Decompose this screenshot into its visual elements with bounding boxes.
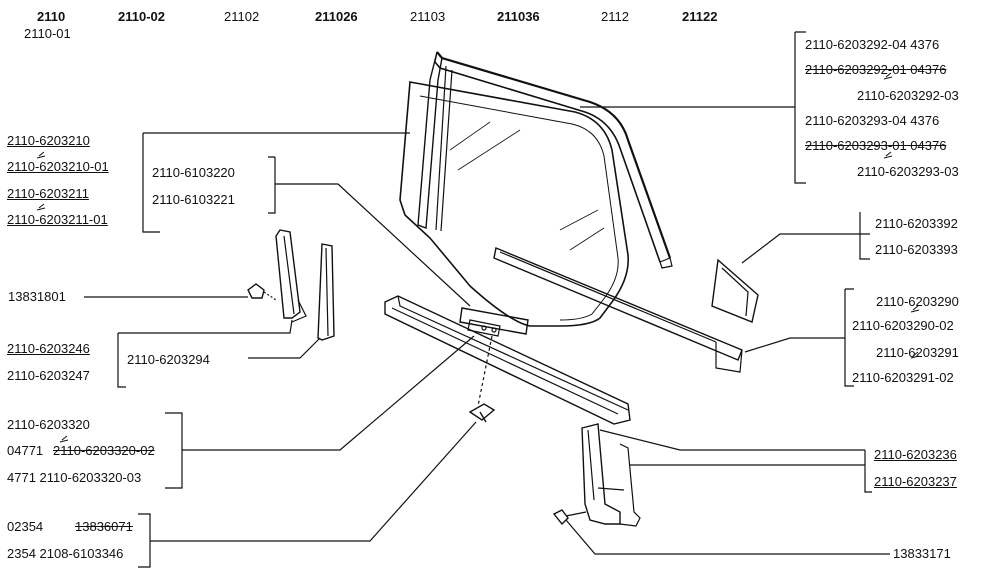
model-21103: 21103 (410, 9, 446, 24)
channel-front-leg (417, 51, 443, 229)
label-2110-6203290-02: 2110-6203290-02 (852, 318, 954, 333)
regulator-bracket (459, 307, 529, 335)
label-13836071: 13836071 (75, 519, 133, 534)
model-2112: 2112 (601, 9, 629, 24)
label-2110-6203211: 2110-6203211 (7, 186, 89, 201)
glass-run-channel-outer (436, 51, 672, 259)
model-21122: 21122 (682, 9, 718, 24)
label-2110-6203293-04: 2110-6203293-04 4376 (805, 113, 940, 128)
label-2110-6203290: 2110-6203290 (876, 294, 959, 309)
model-2110: 2110 (37, 9, 66, 24)
label-2110-6203291: 2110-6203291 (876, 345, 959, 360)
label-13833171: 13833171 (893, 546, 951, 561)
label-2354-2108-6103346: 2354 2108-6103346 (7, 546, 124, 561)
label-2110-6203293-01: 2110-6203293-01 04376 (805, 138, 947, 153)
lower-glass-channel (493, 247, 743, 361)
label-2110-6203292-04: 2110-6203292-04 4376 (805, 37, 940, 52)
label-2110-6203293-03: 2110-6203293-03 (857, 164, 959, 179)
label-2110-6203247: 2110-6203247 (7, 368, 90, 383)
bolt-center (468, 403, 496, 423)
label-2110-6203294: 2110-6203294 (127, 352, 210, 367)
label-2110-6203292-03: 2110-6203292-03 (857, 88, 959, 103)
label-2110-6203292-01: 2110-6203292-01 04376 (805, 62, 947, 77)
model-21102: 21102 (224, 9, 260, 24)
nut-left (247, 283, 265, 299)
label-2110-6203320: 2110-6203320 (7, 417, 90, 432)
label-2110-6203210-01: 2110-6203210-01 (7, 159, 109, 174)
rear-post (581, 423, 621, 525)
screw-rear (552, 509, 587, 526)
triangular-bracket (711, 258, 759, 323)
label-2110-6203210: 2110-6203210 (7, 133, 90, 148)
pillar-strip-left (275, 229, 301, 319)
model-2110-02: 2110-02 (118, 9, 165, 24)
label-04771: 04771 (7, 443, 44, 458)
label-02354: 02354 (7, 519, 44, 534)
label-2110-6103220: 2110-6103220 (152, 165, 235, 180)
label-13831801: 13831801 (8, 289, 66, 304)
label-2110-6203246: 2110-6203246 (7, 341, 90, 356)
label-2110-6203392: 2110-6203392 (875, 216, 958, 231)
label-2110-6103221: 2110-6103221 (152, 192, 235, 207)
label-2110-6203291-02: 2110-6203291-02 (852, 370, 954, 385)
glass-run-channel-inner (434, 61, 661, 263)
label-2110-6203393: 2110-6203393 (875, 242, 958, 257)
label-2110-6203237: 2110-6203237 (874, 474, 957, 489)
label-4771-2110-6203320-03: 4771 2110-6203320-03 (7, 470, 142, 485)
pillar-strip-right (317, 243, 335, 341)
model-211026: 211026 (315, 9, 358, 24)
model-211036: 211036 (497, 9, 540, 24)
door-glass (399, 81, 629, 327)
label-2110-6203236: 2110-6203236 (874, 447, 957, 462)
model-2110-01: 2110-01 (24, 26, 71, 41)
label-2110-6203211-01: 2110-6203211-01 (7, 212, 108, 227)
label-2110-6203320-02: 2110-6203320-02 (53, 443, 155, 458)
